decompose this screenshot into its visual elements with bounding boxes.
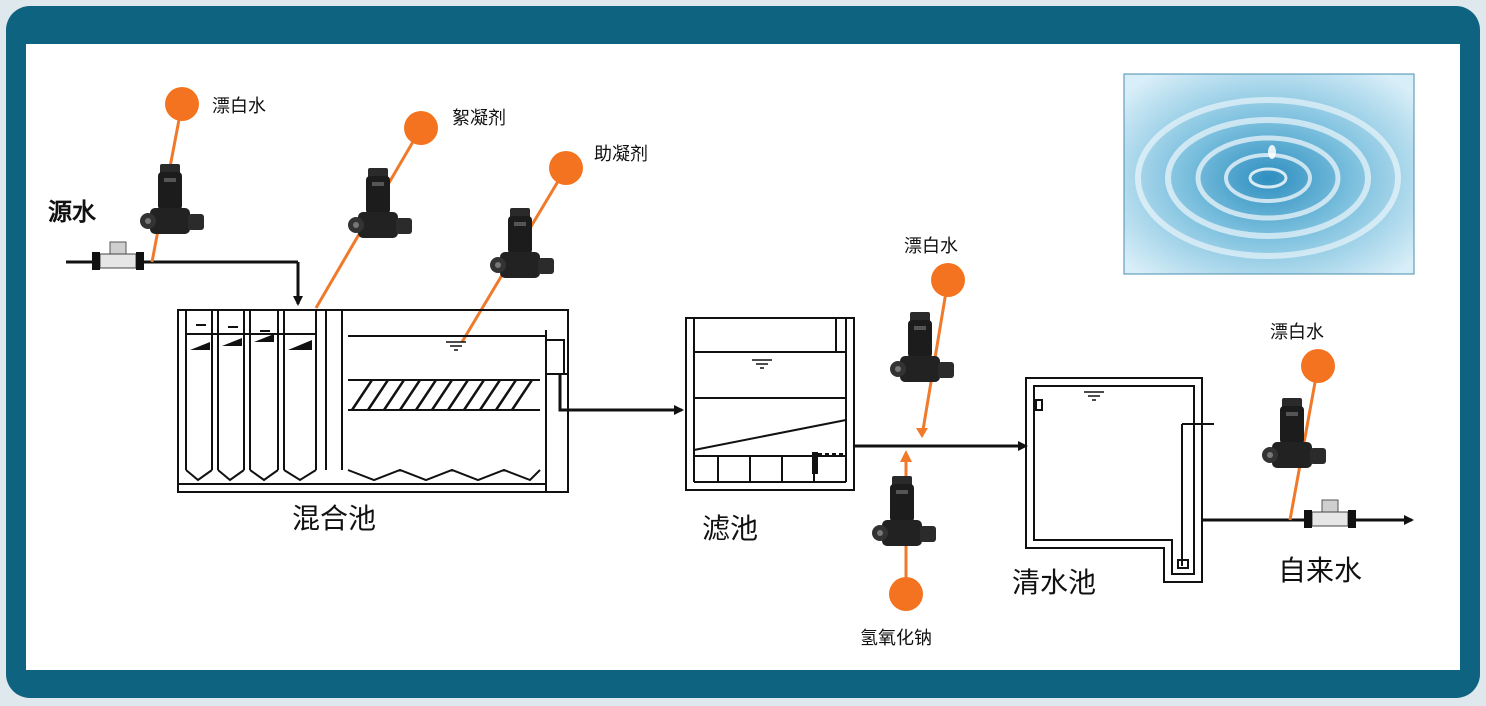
tap-water-label: 自来水 (1278, 554, 1362, 587)
dosing-coagulant-aid (460, 151, 583, 343)
mixing-tank (177, 309, 569, 493)
filter-water-level (752, 359, 772, 369)
inclined-plate-settler (348, 379, 540, 411)
clear-tank-water-level (1084, 391, 1104, 401)
dosing-bleach-2 (890, 263, 965, 438)
mixing-tank-inlets (190, 324, 312, 350)
dosing-flocculant (314, 111, 438, 309)
filter-tank-label: 滤池 (702, 512, 758, 545)
clear-water-tank-label: 清水池 (1012, 566, 1096, 599)
dose-ball (931, 263, 965, 297)
bleach-label-2: 漂白水 (904, 236, 958, 257)
dosing-bleach-1 (140, 87, 204, 263)
flocculant-label: 絮凝剂 (452, 108, 506, 129)
dose-ball (889, 577, 923, 611)
source-water-label: 源水 (48, 198, 97, 226)
bleach-label-3: 漂白水 (1270, 322, 1324, 343)
bleach-label-1: 漂白水 (212, 96, 266, 117)
dosing-bleach-3 (1262, 349, 1335, 521)
dosing-sodium-hydroxide (872, 450, 936, 611)
water-ripple-image (1123, 73, 1415, 275)
filter-outlet (812, 452, 818, 474)
filter-tank (685, 317, 855, 491)
coagulant-aid-label: 助凝剂 (594, 144, 648, 165)
clear-water-tank (1025, 377, 1214, 583)
mixing-tank-label: 混合池 (292, 502, 376, 535)
water-level-mark (446, 341, 466, 351)
dose-ball (549, 151, 583, 185)
dose-ball (165, 87, 199, 121)
pipe-to-filter (558, 374, 684, 415)
sodium-hydroxide-label: 氢氧化钠 (860, 628, 932, 649)
dose-ball (1301, 349, 1335, 383)
dose-ball (404, 111, 438, 145)
